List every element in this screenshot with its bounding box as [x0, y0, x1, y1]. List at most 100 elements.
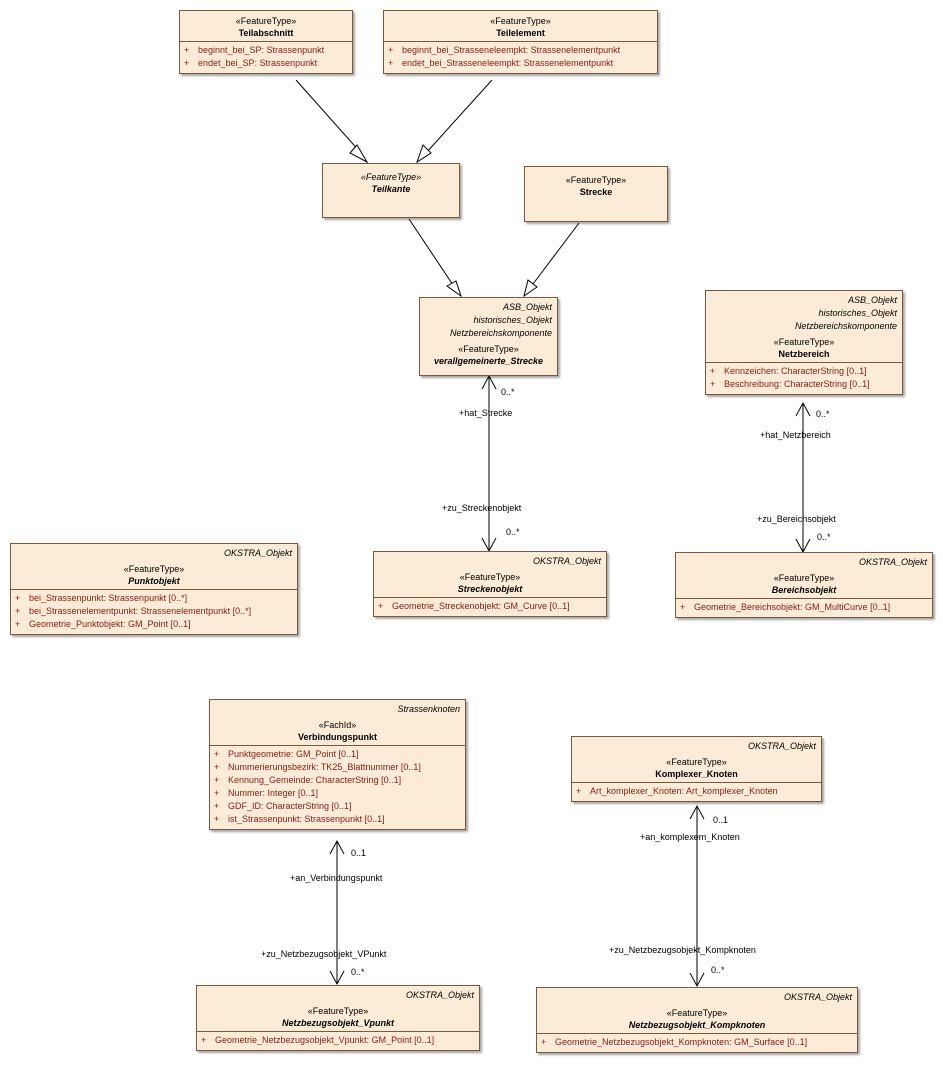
attribute: +Kennzeichen: CharacterString [0..1] [710, 366, 867, 376]
stereotype: «FeatureType» [235, 16, 297, 26]
stereotype: «FeatureType» [458, 344, 519, 354]
class-streckenobjekt[interactable]: OKSTRA_Objekt «FeatureType» Streckenobje… [373, 551, 607, 617]
multiplicity-label: 0..1 [351, 848, 367, 858]
attribute-compartment: +Kennzeichen: CharacterString [0..1] +Be… [706, 362, 902, 394]
parent-class: ASB_Objekt [502, 302, 552, 312]
attribute: +Geometrie_Netzbezugsobjekt_Kompknoten: … [541, 1037, 808, 1047]
parent-class: OKSTRA_Objekt [223, 548, 292, 558]
generalization-triangle-3 [446, 280, 462, 298]
class-name: Komplexer_Knoten [655, 769, 738, 779]
parent-class: Netzbereichskomponente [449, 328, 552, 338]
attribute: +beginnt_bei_Strasseneleempkt: Strassene… [388, 45, 621, 55]
generalization-teilkante-verallg [408, 218, 454, 286]
attribute: +Beschreibung: CharacterString [0..1] [710, 379, 870, 389]
attribute: +bei_Strassenelementpunkt: Strasseneleme… [15, 606, 252, 616]
role-label: +hat_Netzbereich [760, 430, 831, 440]
stereotype: «FeatureType» [459, 572, 521, 582]
class-name: Teilkante [371, 184, 411, 194]
class-strecke[interactable]: «FeatureType» Strecke [524, 166, 668, 222]
class-name: Punktobjekt [128, 576, 180, 586]
class-netzbezugsobjekt-vpunkt[interactable]: OKSTRA_Objekt «FeatureType» Netzbezugsob… [196, 985, 480, 1051]
attribute: +GDF_ID: CharacterString [0..1] [214, 801, 352, 811]
class-name: Teilelement [496, 28, 545, 38]
attribute: +endet_bei_SP: Strassenpunkt [184, 58, 318, 68]
class-name: Bereichsobjekt [771, 585, 837, 595]
arrowhead-vpunkt-top [329, 839, 345, 855]
multiplicity-label: 0..* [506, 527, 520, 537]
attribute-compartment: +beginnt_bei_SP: Strassenpunkt +endet_be… [180, 41, 352, 73]
parent-class: ASB_Objekt [847, 295, 897, 305]
role-label: +zu_Streckenobjekt [442, 503, 522, 513]
arrowhead-kompknoten-top [689, 804, 705, 820]
arrowhead-strecke-top [481, 374, 497, 390]
parent-class: OKSTRA_Objekt [858, 557, 927, 567]
generalization-triangle-1 [349, 144, 369, 164]
attribute-compartment: +Geometrie_Netzbezugsobjekt_Vpunkt: GM_P… [197, 1031, 479, 1050]
multiplicity-label: 0..* [816, 409, 830, 419]
attribute: +beginnt_bei_SP: Strassenpunkt [184, 45, 325, 55]
class-verbindungspunkt[interactable]: Strassenknoten «FachId» Verbindungspunkt… [209, 699, 466, 830]
parent-class: OKSTRA_Objekt [532, 556, 601, 566]
attribute-compartment: +Punktgeometrie: GM_Point [0..1] +Nummer… [210, 745, 465, 829]
attribute-compartment: +Geometrie_Streckenobjekt: GM_Curve [0..… [374, 597, 606, 616]
arrowhead-vpunkt-bottom [329, 970, 345, 986]
attribute: +Nummerierungsbezirk: TK25_Blattnummer [… [214, 762, 421, 772]
class-name: Verbindungspunkt [297, 732, 377, 742]
class-teilkante[interactable]: «FeatureType» Teilkante [322, 163, 460, 218]
role-label: +an_komplexem_Knoten [640, 832, 740, 842]
attribute: +Art_komplexer_Knoten: Art_komplexer_Kno… [576, 786, 778, 796]
role-label: +zu_Netzbezugsobjekt_VPunkt [261, 949, 387, 959]
stereotype: «FeatureType» [123, 564, 185, 574]
attribute: +endet_bei_Strasseneleempkt: Strassenele… [388, 58, 614, 68]
multiplicity-label: 0..* [351, 967, 365, 977]
stereotype: «FeatureType» [360, 172, 422, 182]
stereotype: «FeatureType» [773, 337, 835, 347]
generalization-teilelement-teilkante [425, 79, 493, 154]
parent-class: historisches_Objekt [473, 315, 552, 325]
attribute-compartment: +beginnt_bei_Strasseneleempkt: Strassene… [384, 41, 657, 73]
class-teilabschnitt[interactable]: «FeatureType» Teilabschnitt +beginnt_bei… [179, 10, 353, 74]
attribute: +ist_Strassenpunkt: Strassenpunkt [0..1] [214, 814, 385, 824]
class-name: verallgemeinerte_Strecke [433, 356, 544, 366]
attribute-compartment: +Art_komplexer_Knoten: Art_komplexer_Kno… [572, 782, 821, 801]
parent-class: Netzbereichskomponente [794, 321, 897, 331]
stereotype: «FeatureType» [666, 757, 727, 767]
arrowhead-netzbereich-top [795, 401, 811, 417]
generalization-strecke-verallg [532, 222, 580, 285]
class-netzbezugsobjekt-kompknoten[interactable]: OKSTRA_Objekt «FeatureType» Netzbezugsob… [536, 987, 858, 1053]
class-name: Streckenobjekt [457, 584, 523, 594]
class-bereichsobjekt[interactable]: OKSTRA_Objekt «FeatureType» Bereichsobje… [675, 552, 933, 618]
class-name: Teilabschnitt [238, 28, 294, 38]
multiplicity-label: 0..* [817, 532, 831, 542]
class-komplexer-knoten[interactable]: OKSTRA_Objekt «FeatureType» Komplexer_Kn… [571, 736, 822, 802]
parent-class: Strassenknoten [397, 704, 460, 714]
attribute: +Geometrie_Streckenobjekt: GM_Curve [0..… [378, 601, 570, 611]
stereotype: «FeatureType» [666, 1008, 728, 1018]
attribute: +Kennung_Gemeinde: CharacterString [0..1… [214, 775, 402, 785]
stereotype: «FeatureType» [565, 175, 627, 185]
attribute: +Punktgeometrie: GM_Point [0..1] [214, 749, 359, 759]
arrowhead-kompknoten-bottom [689, 972, 705, 988]
generalization-triangle-2 [416, 144, 432, 164]
generalization-triangle-4 [523, 279, 538, 298]
role-label: +hat_Strecke [459, 408, 513, 418]
class-name: Netzbezugsobjekt_Kompknoten [628, 1020, 766, 1030]
class-teilelement[interactable]: «FeatureType» Teilelement +beginnt_bei_S… [383, 10, 658, 74]
role-label: +an_Verbindungspunkt [290, 873, 383, 883]
stereotype: «FeatureType» [307, 1006, 369, 1016]
attribute-compartment: +Geometrie_Bereichsobjekt: GM_MultiCurve… [676, 598, 932, 617]
parent-class: OKSTRA_Objekt [783, 992, 852, 1002]
multiplicity-label: 0..* [711, 965, 725, 975]
multiplicity-label: 0..1 [713, 815, 729, 825]
class-netzbereich[interactable]: ASB_Objekt historisches_Objekt Netzberei… [705, 290, 903, 395]
attribute-compartment: +Geometrie_Netzbezugsobjekt_Kompknoten: … [537, 1033, 857, 1052]
attribute: +Geometrie_Bereichsobjekt: GM_MultiCurve… [680, 602, 891, 612]
class-verallgemeinerte-strecke[interactable]: ASB_Objekt historisches_Objekt Netzberei… [419, 297, 558, 376]
generalization-teilabschnitt-teilkante [295, 79, 362, 154]
class-punktobjekt[interactable]: OKSTRA_Objekt «FeatureType» Punktobjekt … [10, 543, 298, 635]
parent-class: OKSTRA_Objekt [747, 741, 816, 751]
parent-class: OKSTRA_Objekt [405, 990, 474, 1000]
attribute: +Geometrie_Netzbezugsobjekt_Vpunkt: GM_P… [201, 1035, 435, 1045]
stereotype: «FeatureType» [490, 16, 551, 26]
